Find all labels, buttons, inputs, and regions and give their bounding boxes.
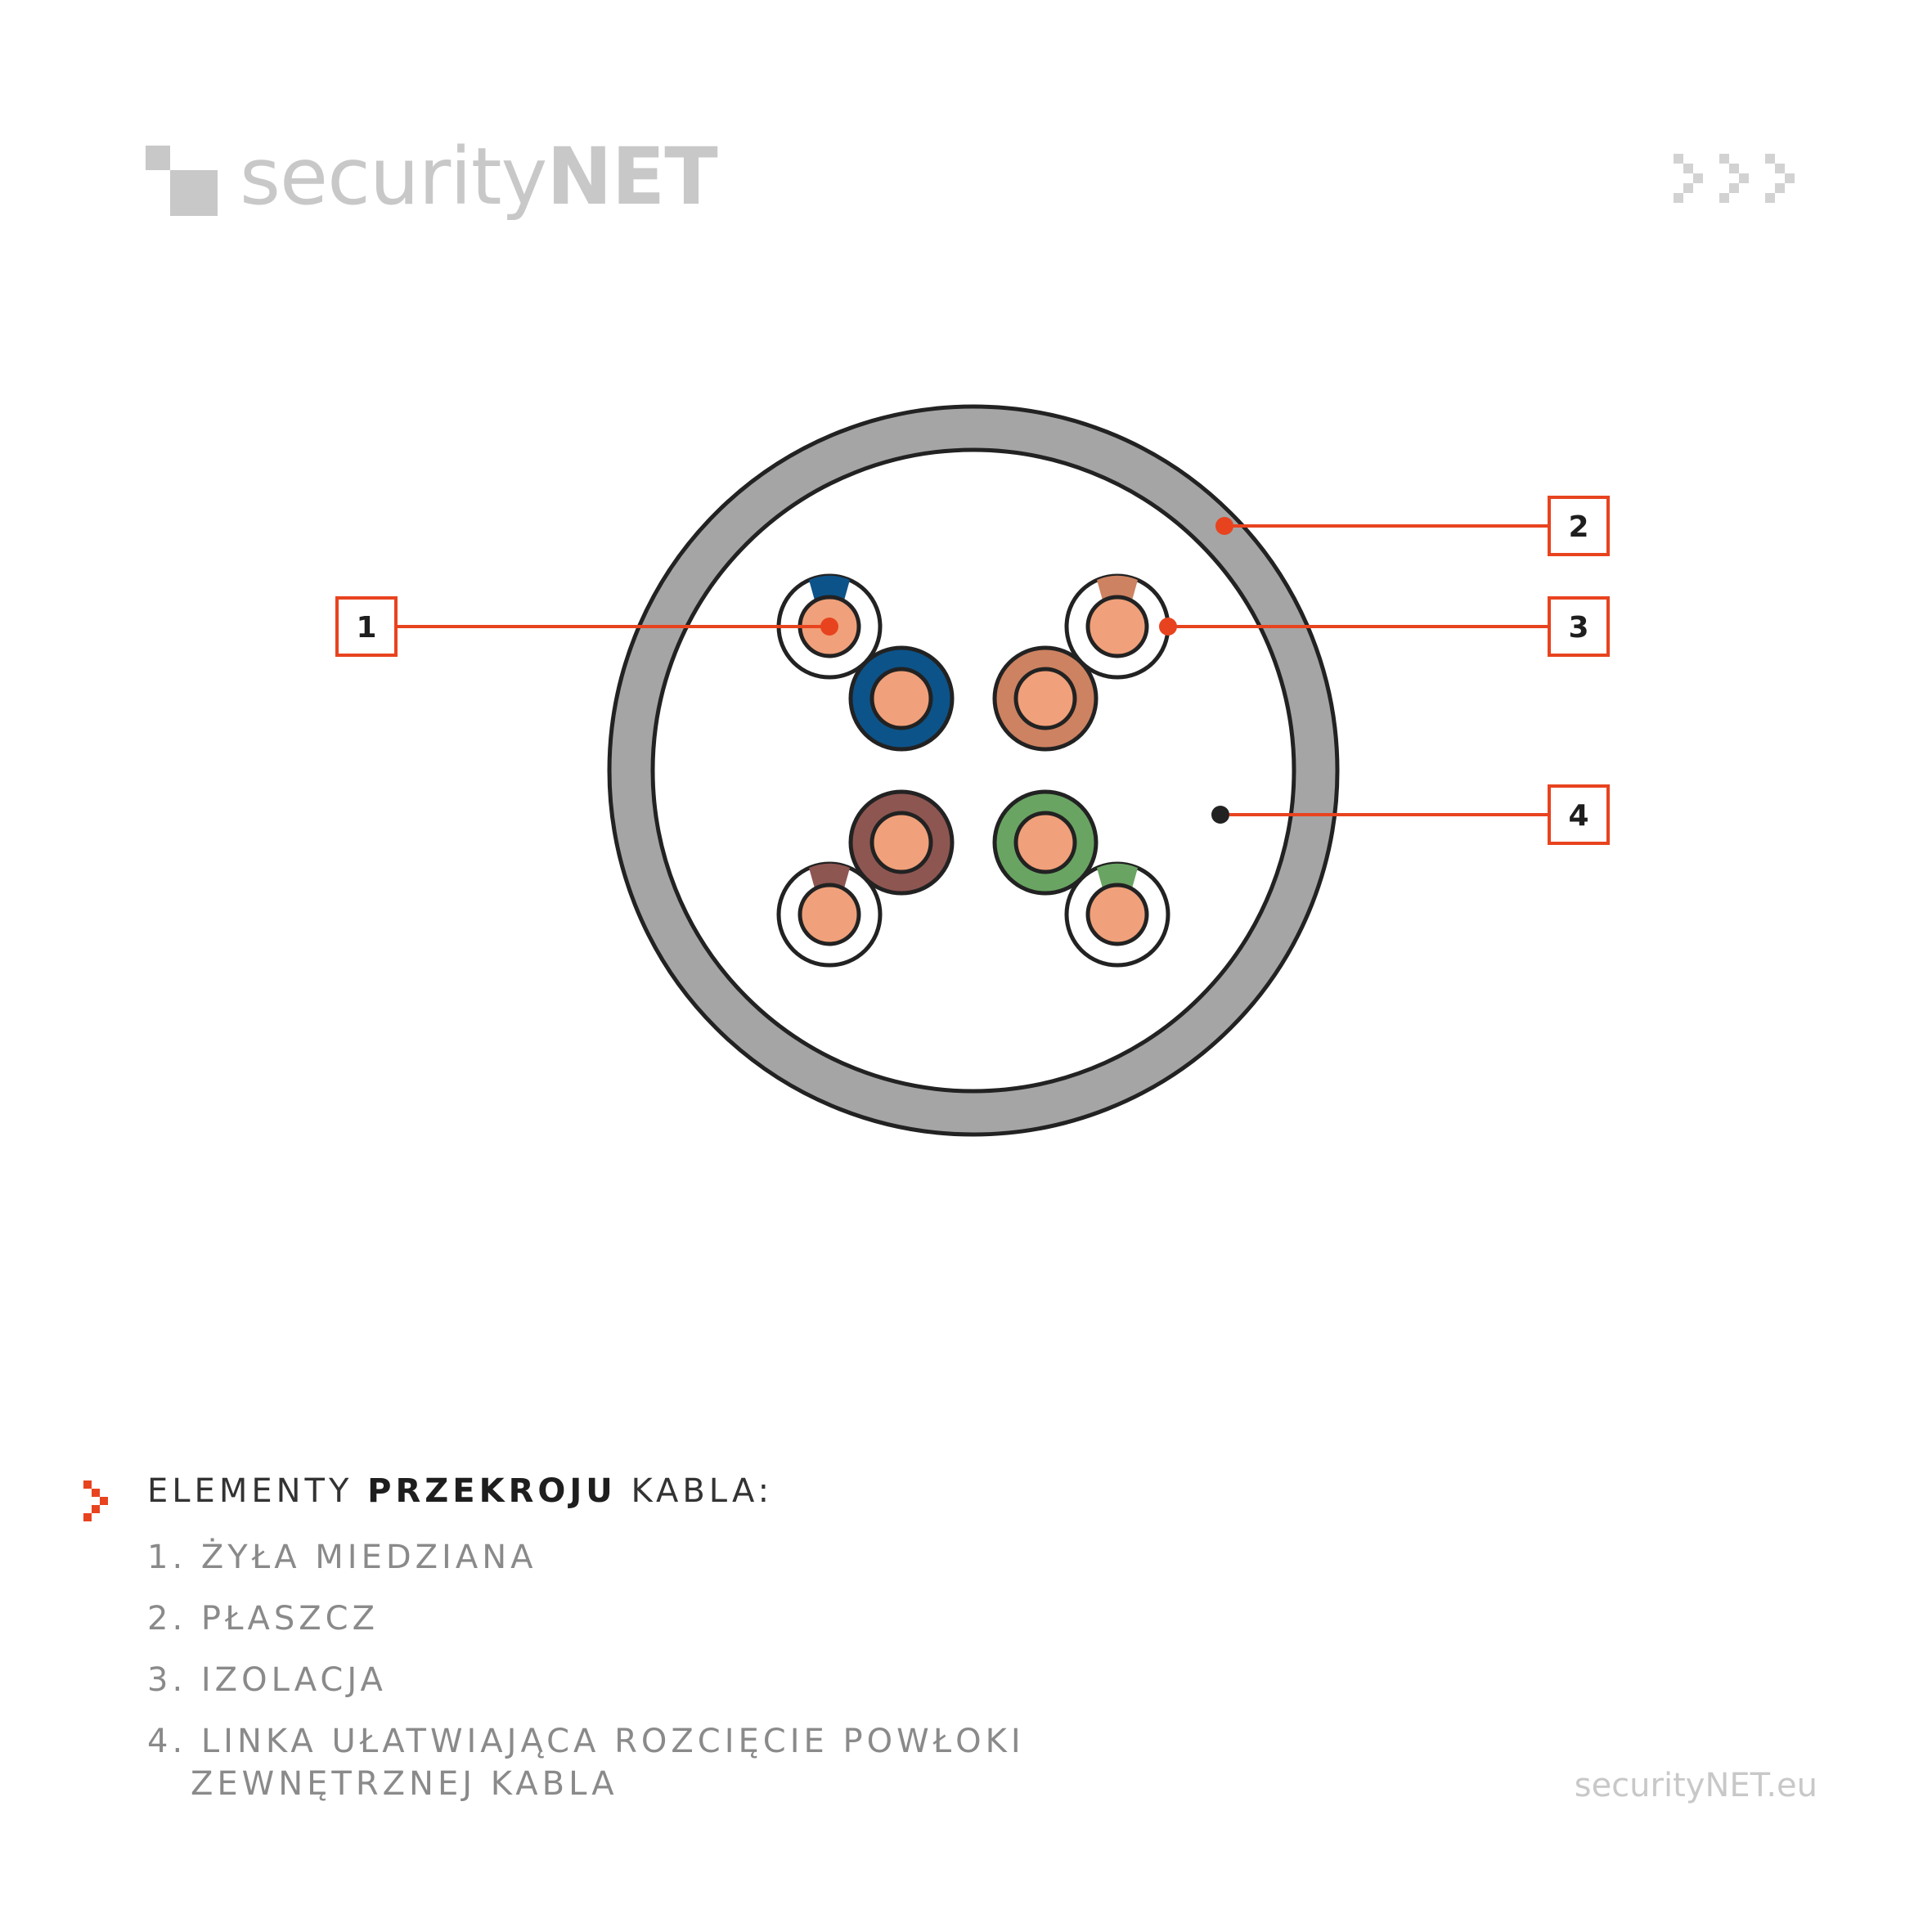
legend-item-2: 2. PŁASZCZ	[147, 1600, 379, 1638]
legend-item-1: 1. ŻYŁA MIEDZIANA	[147, 1539, 537, 1576]
callout-4-label: 4	[1568, 799, 1588, 833]
callout-4: 4	[1229, 784, 1610, 845]
pixel-chevrons-icon	[1674, 154, 1795, 203]
logo-mark-icon	[146, 146, 218, 216]
logo-name-light: security	[240, 131, 547, 222]
wire-white-brown-stripe	[809, 863, 850, 888]
wire-white-green-copper	[1085, 883, 1149, 946]
wire-white-green-stripe	[1097, 863, 1138, 888]
wire-brown-copper	[869, 811, 933, 874]
wire-white-brown-copper	[798, 883, 861, 946]
callout-2: 2	[1215, 496, 1610, 556]
callout-1: 1	[335, 596, 838, 657]
wire-white-orange-stripe	[1097, 575, 1138, 600]
callout-3: 3	[1159, 596, 1610, 657]
legend-heading-bold: PRZEKROJU	[367, 1472, 617, 1510]
footer-url: securityNET.eu	[1574, 1767, 1817, 1804]
legend-item-4-cont: ZEWNĘTRZNEJ KABLA	[191, 1765, 618, 1803]
pair-green	[992, 789, 1170, 968]
legend-heading-post: KABLA:	[616, 1472, 774, 1510]
cable-interior	[650, 447, 1296, 1094]
wire-orange-copper	[1013, 667, 1077, 730]
wire-green-copper	[1013, 811, 1077, 874]
pair-orange	[992, 573, 1170, 752]
wire-white-blue-stripe	[809, 575, 850, 600]
wire-blue-copper	[869, 667, 933, 730]
legend-heading: ELEMENTY PRZEKROJU KABLA:	[147, 1472, 773, 1510]
wire-white-orange-copper	[1085, 595, 1149, 658]
callout-3-label: 3	[1568, 611, 1588, 645]
legend-item-4: 4. LINKA UŁATWIAJĄCA ROZCIĘCIE POWŁOKI	[147, 1723, 1025, 1760]
legend-item-3: 3. IZOLACJA	[147, 1661, 387, 1699]
legend-chevron-icon	[83, 1480, 108, 1521]
logo-wordmark: securityNET	[240, 131, 718, 222]
logo-name-bold: NET	[546, 131, 717, 222]
legend-heading-pre: ELEMENTY	[147, 1472, 368, 1510]
callout-1-label: 1	[356, 611, 376, 645]
rip-cord	[1211, 806, 1229, 824]
callout-2-label: 2	[1568, 510, 1588, 544]
pair-brown	[776, 789, 955, 968]
